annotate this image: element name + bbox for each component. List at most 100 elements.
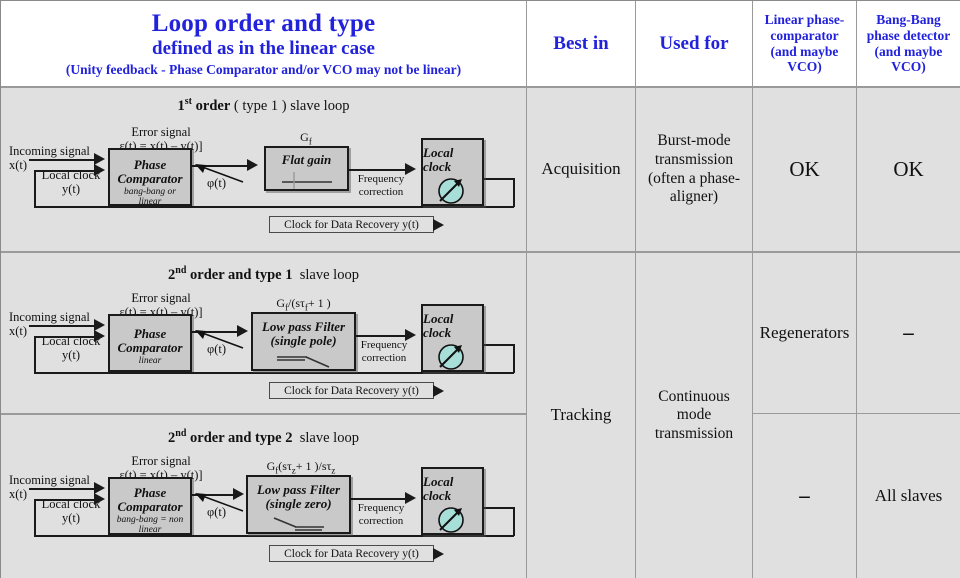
- row-2-filter-to-clock-line: [356, 335, 408, 337]
- row-3-phi-label: φ(t): [207, 505, 227, 519]
- row-2-feedback-line-fromclock: [483, 344, 514, 346]
- row-1-vco-icon: [437, 177, 464, 204]
- row-2-frequency-correction-label: Frequency correction: [356, 339, 412, 364]
- row-1-localclock-var: y(t): [61, 182, 81, 197]
- header-linear-line-3: (and maybe: [770, 43, 839, 59]
- row-3-local-clock-block: Local clock: [421, 467, 484, 535]
- row-2-incoming-var: x(t): [9, 324, 28, 339]
- row-1-freq-line-2: correction: [358, 185, 404, 198]
- row-1-usedfor-line-2: transmission: [654, 150, 734, 168]
- row-1-freq-line-1: Frequency: [357, 173, 405, 185]
- row-2-gain-formula: Gf/(sτf+ 1 ): [241, 296, 366, 313]
- row-1-incoming-line: [29, 159, 97, 161]
- row-3-phase-comparator-block: Phase Comparator bang-bang = non linear: [108, 477, 192, 535]
- row-2-order-number: 2: [168, 266, 176, 283]
- row-1-order-main: order: [192, 97, 231, 114]
- row-3-gain-sub: f: [275, 465, 279, 476]
- row-3-gain-rest: (sτ: [278, 459, 292, 473]
- row-1-order-sup: st: [184, 96, 193, 107]
- row-1-clock-label: Local clock: [423, 145, 454, 175]
- row-2-order-rest: slave loop: [299, 266, 359, 283]
- merged-best-in-tracking: Tracking: [526, 251, 635, 578]
- row-3-incoming-signal-label: Incoming signal x(t): [9, 473, 90, 502]
- row-1-pc-line-3: bang-bang or: [124, 186, 176, 197]
- row-1-recovery-arrow-icon: [433, 219, 444, 231]
- row-3-filter-block: Low pass Filter (single zero): [246, 475, 351, 534]
- row-3-filter-to-clock-line: [351, 498, 408, 500]
- row-3-incoming-var: x(t): [9, 487, 28, 502]
- row-1-gain-g: G: [300, 130, 309, 144]
- row-1-order-number: 1: [177, 97, 185, 114]
- merged-usedfor-line-1: Continuous: [658, 387, 730, 405]
- row-2-recovery-arrow-icon: [433, 385, 444, 397]
- header-bangbang-line-3: (and maybe: [874, 43, 943, 59]
- row-2-phase-comparator-block: Phase Comparator linear: [108, 314, 192, 372]
- row-2-single-pole-icon: [276, 355, 329, 368]
- row-3-gain-g: G: [266, 459, 276, 473]
- row-1-filter-line-1: Flat gain: [281, 152, 332, 167]
- row-1-filter-to-clock-arrow-icon: [405, 163, 416, 175]
- row-1-feedback-line-bottom: [34, 206, 514, 208]
- row-3-phi-pointer-icon: [195, 493, 244, 512]
- row-3-pc-to-filter-line: [192, 494, 236, 496]
- row-2-clock-label: Local clock: [423, 311, 454, 341]
- row-2-pc-line-3: linear: [138, 355, 162, 366]
- row-3-feedback-line-right: [513, 507, 515, 536]
- row-3-pc-line-4: linear: [138, 525, 162, 536]
- row-3-gain-tail: + 1 )/sτ: [295, 459, 332, 473]
- row-2-filter-line-2: (single pole): [270, 333, 337, 349]
- row-3-incoming-arrow-icon: [94, 482, 105, 494]
- row-3-feedback-line-bottom: [34, 535, 514, 537]
- row-1-phase-comparator-block: Phase Comparator bang-bang or linear: [108, 148, 192, 207]
- row-2-incoming-line: [29, 325, 97, 327]
- row-3-pc-line-3: bang-bang = non: [116, 514, 184, 525]
- row-2-feedback-line-bottom: [34, 372, 514, 374]
- row-2-gain-tail: + 1 ): [307, 296, 331, 310]
- title-line-3: (Unity feedback - Phase Comparator and/o…: [65, 62, 462, 78]
- row-3-pc-line-1: Phase: [133, 485, 167, 500]
- row-2-filter-block: Low pass Filter (single pole): [251, 312, 356, 371]
- header-used-for: Used for: [635, 1, 752, 86]
- row-1-order-rest: ( type 1 ) slave loop: [233, 97, 350, 114]
- row-2-pc-line-2: Comparator: [117, 340, 183, 356]
- merged-usedfor-line-3: transmission: [654, 424, 734, 442]
- row-1-best-in: Acquisition: [526, 86, 635, 251]
- row-3-clock-label: Local clock: [423, 474, 454, 504]
- row-3-single-zero-icon: [273, 516, 324, 531]
- row-2-clock-recovery-box: Clock for Data Recovery y(t): [269, 382, 434, 399]
- row-2-gain-g: G: [276, 296, 286, 310]
- row-1-clock-recovery-box: Clock for Data Recovery y(t): [269, 216, 434, 233]
- row-2-phi-label: φ(t): [207, 342, 227, 356]
- row-3-local-clock-label: Local clock y(t): [34, 497, 108, 526]
- merged-used-for-continuous: Continuous mode transmission: [635, 251, 752, 578]
- header-bangbang-phase-detector: Bang-Bang phase detector (and maybe VCO): [856, 1, 960, 86]
- header-bangbang-line-2: phase detector: [866, 27, 951, 43]
- row-2-local-clock-block: Local clock: [421, 304, 484, 372]
- row-3-incoming-line: [29, 488, 97, 490]
- row-1-frequency-correction-label: Frequency correction: [353, 173, 409, 198]
- row-1-phi-label: φ(t): [207, 176, 227, 190]
- row-1-local-clock-label: Local clock y(t): [34, 168, 108, 197]
- row-1-feedback-arrow-icon: [94, 164, 105, 176]
- diagram-row-2: 2nd order and type 1 slave loop Error si…: [1, 251, 526, 413]
- row-2-gain-rest: /(sτ: [288, 296, 305, 310]
- row-1-used-for: Burst-mode transmission (often a phase- …: [635, 86, 752, 251]
- header-linear-phase-comparator: Linear phase- comparator (and maybe VCO): [752, 1, 856, 86]
- row-2-error-label-text: Error signal: [131, 291, 191, 305]
- row-3-gain-formula: Gf(sτz+ 1 )/sτz: [236, 459, 366, 476]
- header-linear-line-4: VCO): [787, 59, 822, 75]
- row-1-pc-to-filter-arrow-icon: [247, 159, 258, 171]
- row-3-feedback-line-top: [34, 499, 97, 501]
- title-line-1: Loop order and type: [151, 9, 376, 37]
- row-2-gain-sub2: f: [304, 302, 308, 313]
- page-title: Loop order and type defined as in the li…: [1, 1, 526, 86]
- row-1-feedback-line-vert: [34, 170, 36, 207]
- row-3-localclock-text: Local clock: [41, 497, 101, 511]
- row-3-filter-to-clock-arrow-icon: [405, 492, 416, 504]
- row-3-freq-line-1: Frequency: [357, 502, 405, 514]
- row-1-localclock-text: Local clock: [41, 168, 101, 182]
- row-3-bangbang-value: All slaves: [856, 413, 960, 578]
- row-2-order-main: order and type 1: [186, 266, 293, 283]
- row-3-order-sup: nd: [175, 428, 187, 439]
- row-3-order-main: order and type 2: [186, 429, 293, 446]
